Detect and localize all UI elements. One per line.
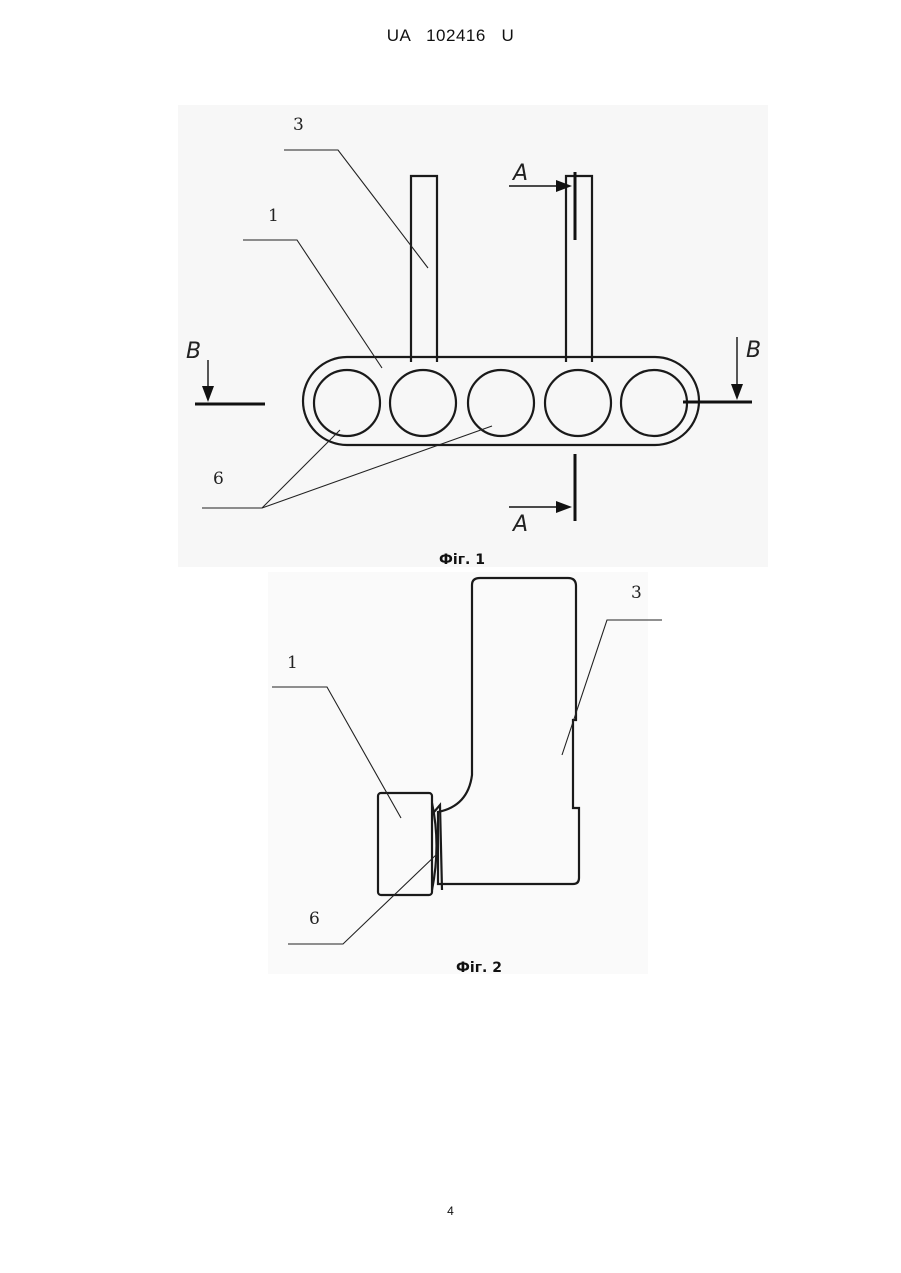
fig1-label-3: 3: [293, 115, 304, 135]
figure-2-scan-background: [268, 572, 648, 974]
fig1-label-1: 1: [268, 206, 279, 226]
figure-2-caption: Фіг. 2: [456, 960, 502, 976]
figure-1: 3 1 6 A A B B Фіг. 1: [178, 105, 768, 568]
fig2-label-6: 6: [309, 909, 320, 929]
fig2-label-3: 3: [631, 583, 642, 603]
section-b-left-label: B: [186, 339, 201, 364]
fig1-label-6: 6: [213, 469, 224, 489]
section-a-bottom-label: A: [511, 512, 528, 537]
figure-1-caption: Фіг. 1: [439, 552, 485, 568]
page-number: 4: [0, 1204, 901, 1218]
section-b-right-label: B: [746, 338, 761, 363]
figure-1-scan-background: [178, 105, 768, 567]
section-a-top-label: A: [511, 161, 528, 186]
figure-2: 1 3 6 Фіг. 2: [268, 572, 662, 976]
fig2-label-1: 1: [287, 653, 298, 673]
